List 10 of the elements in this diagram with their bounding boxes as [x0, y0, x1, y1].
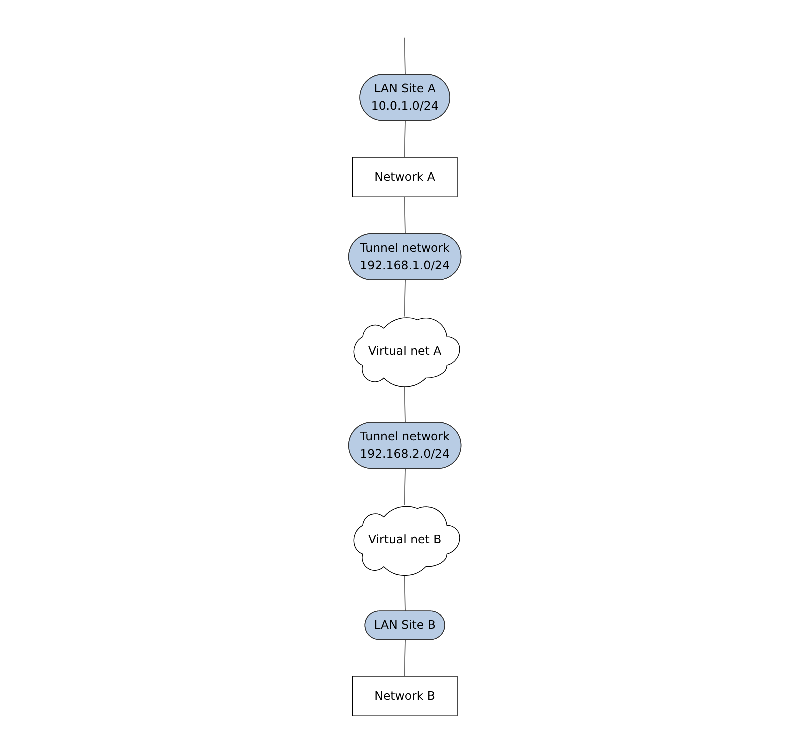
- connector: [404, 196, 406, 235]
- connector: [404, 120, 406, 158]
- connector: [404, 385, 406, 424]
- connector: [404, 640, 406, 677]
- node-box: Network A: [352, 157, 458, 198]
- connector: [404, 280, 406, 318]
- node-box: Network B: [352, 676, 458, 716]
- connector: [404, 38, 406, 76]
- connector: [404, 574, 406, 612]
- connector: [404, 468, 406, 506]
